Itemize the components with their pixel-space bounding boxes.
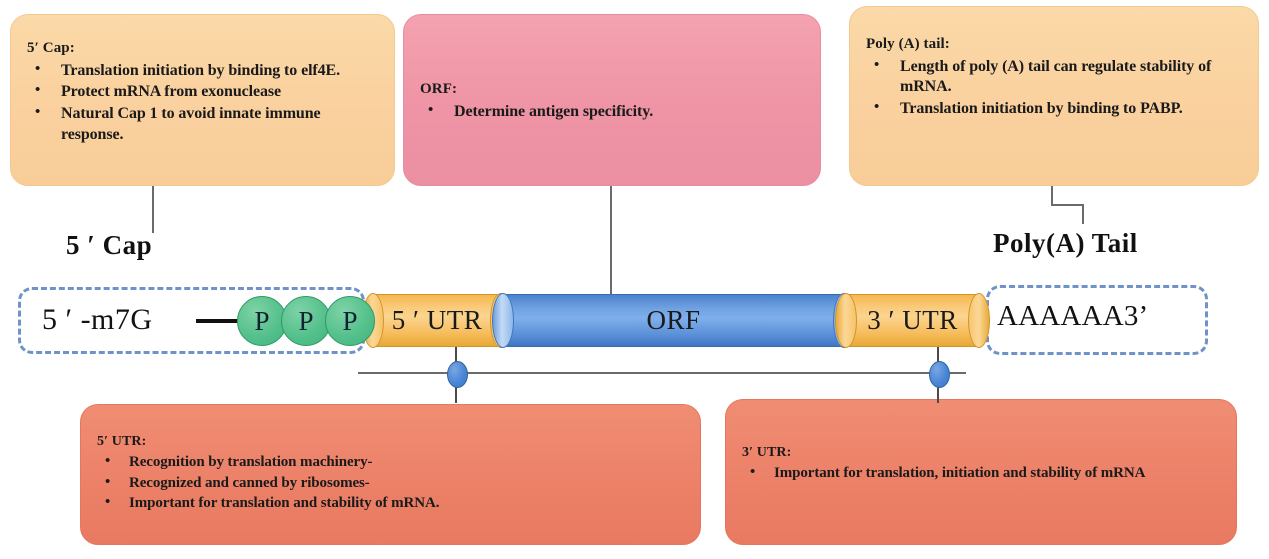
callout-bullet-list: Length of poly (A) tail can regulate sta… <box>866 56 1244 120</box>
callout-bullet-list: Recognition by translation machinery- Re… <box>97 452 686 514</box>
phosphate-circle-1: P <box>237 296 287 346</box>
connector-orf <box>610 186 612 308</box>
segment-end-cap-left <box>492 293 514 348</box>
connector-polya-segment-3 <box>1082 204 1084 224</box>
segment-body <box>502 294 845 347</box>
segment-body <box>845 294 980 347</box>
segment-orf: ORF <box>492 293 855 348</box>
connector-polya-segment-1 <box>1051 186 1053 206</box>
bullet-item: Important for translation, initiation an… <box>742 463 1222 484</box>
bullet-item: Determine antigen specificity. <box>420 101 806 123</box>
phosphate-circle-2: P <box>281 296 331 346</box>
callout-title: ORF: <box>420 81 458 97</box>
pointer-tick-right-upper <box>937 347 939 374</box>
bullet-item: Length of poly (A) tail can regulate sta… <box>866 56 1244 99</box>
callout-5prime-cap: 5′ Cap: Translation initiation by bindin… <box>10 14 395 186</box>
bullet-item: Translation initiation by binding to elf… <box>27 60 380 82</box>
phosphate-circle-3: P <box>325 296 375 346</box>
pointer-rail <box>358 372 966 374</box>
segment-end-cap-left <box>835 293 857 348</box>
callout-bullet-list: Determine antigen specificity. <box>420 101 806 123</box>
callout-bullet-list: Translation initiation by binding to elf… <box>27 60 380 146</box>
bullet-item: Natural Cap 1 to avoid innate immune res… <box>27 103 380 146</box>
callout-orf: ORF: Determine antigen specificity. <box>403 14 821 186</box>
callout-title: Poly (A) tail: <box>866 36 950 52</box>
poly-a-sequence-label: AAAAAA3’ <box>997 300 1149 332</box>
callout-3prime-utr: 3′ UTR: Important for translation, initi… <box>725 399 1237 545</box>
callout-title: 5′ UTR: <box>97 434 147 449</box>
m7g-cap-label: 5 ′ -m7G <box>42 303 153 336</box>
segment-label: ORF <box>646 305 701 335</box>
phosphate-bond-line <box>196 319 244 323</box>
bullet-item: Important for translation and stability … <box>97 493 686 514</box>
segment-body <box>372 294 502 347</box>
connector-cap <box>152 186 154 233</box>
pointer-tick-right-lower <box>937 373 939 403</box>
segment-3prime-utr: 3 ′ UTR <box>835 293 990 348</box>
bullet-item: Translation initiation by binding to PAB… <box>866 98 1244 120</box>
pointer-tick-left-upper <box>455 347 457 374</box>
callout-title: 5′ Cap: <box>27 40 75 56</box>
segment-5prime-utr: 5 ′ UTR <box>362 293 512 348</box>
bullet-item: Protect mRNA from exonuclease <box>27 81 380 103</box>
callout-title: 3′ UTR: <box>742 445 792 460</box>
heading-5prime-cap: 5 ′ Cap <box>66 230 153 260</box>
heading-poly-a-tail: Poly(A) Tail <box>993 228 1138 258</box>
callout-bullet-list: Important for translation, initiation an… <box>742 463 1222 484</box>
segment-end-cap-right <box>968 293 990 348</box>
pointer-node-3prime-utr <box>929 361 950 388</box>
callout-poly-a-tail: Poly (A) tail: Length of poly (A) tail c… <box>849 6 1259 186</box>
connector-polya-segment-2 <box>1051 204 1084 206</box>
pointer-tick-left-lower <box>455 373 457 403</box>
bullet-item: Recognition by translation machinery- <box>97 452 686 473</box>
callout-5prime-utr: 5′ UTR: Recognition by translation machi… <box>80 404 701 545</box>
pointer-node-5prime-utr <box>447 361 468 388</box>
segment-label: 5 ′ UTR <box>391 305 483 335</box>
segment-label: 3 ′ UTR <box>867 305 958 335</box>
bullet-item: Recognized and canned by ribosomes- <box>97 473 686 494</box>
